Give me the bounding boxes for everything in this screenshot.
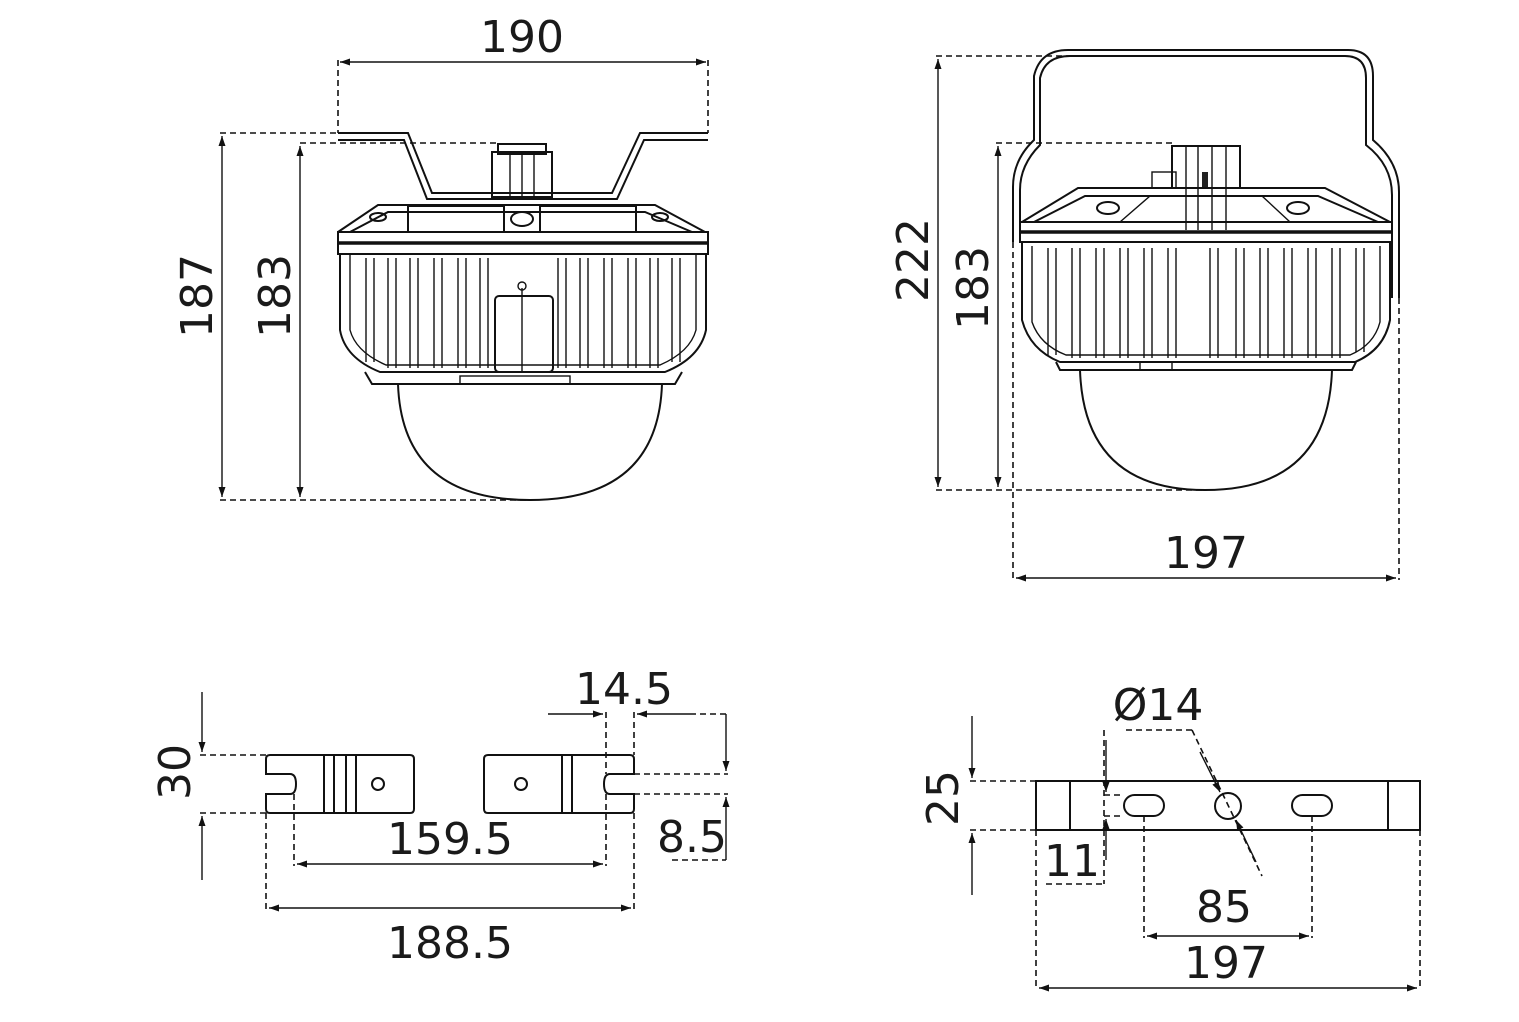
dim-slot-span: 159.5 bbox=[387, 814, 513, 865]
dimension-labels: 190 187 183 222 183 197 30 14.5 8.5 159.… bbox=[150, 12, 1268, 989]
dim-hole-diameter: Ø14 bbox=[1113, 680, 1204, 731]
dim-side-body-height: 183 bbox=[948, 246, 999, 330]
bracket-dimensions bbox=[198, 692, 730, 912]
bracket-detail bbox=[265, 754, 635, 814]
dim-strap-height: 25 bbox=[918, 770, 969, 826]
side-view bbox=[1012, 49, 1400, 492]
strap-dimensions bbox=[968, 716, 1421, 992]
side-dimensions bbox=[934, 55, 1400, 582]
dim-strap-width: 197 bbox=[1184, 938, 1268, 989]
dim-side-width: 197 bbox=[1164, 528, 1248, 579]
front-dimensions bbox=[218, 58, 709, 501]
dim-front-total-height: 187 bbox=[172, 254, 223, 338]
dim-bracket-height: 30 bbox=[150, 744, 201, 800]
dim-front-width: 190 bbox=[480, 12, 564, 63]
front-view bbox=[337, 132, 709, 502]
dim-front-body-height: 183 bbox=[250, 254, 301, 338]
dim-strap-hole-span: 85 bbox=[1196, 882, 1252, 933]
dim-slot-height: 8.5 bbox=[657, 812, 727, 863]
dim-side-total-height: 222 bbox=[888, 218, 939, 302]
dim-strap-edge: 11 bbox=[1044, 836, 1100, 887]
dim-slot-width: 14.5 bbox=[575, 664, 673, 715]
dim-bracket-span: 188.5 bbox=[387, 918, 513, 969]
